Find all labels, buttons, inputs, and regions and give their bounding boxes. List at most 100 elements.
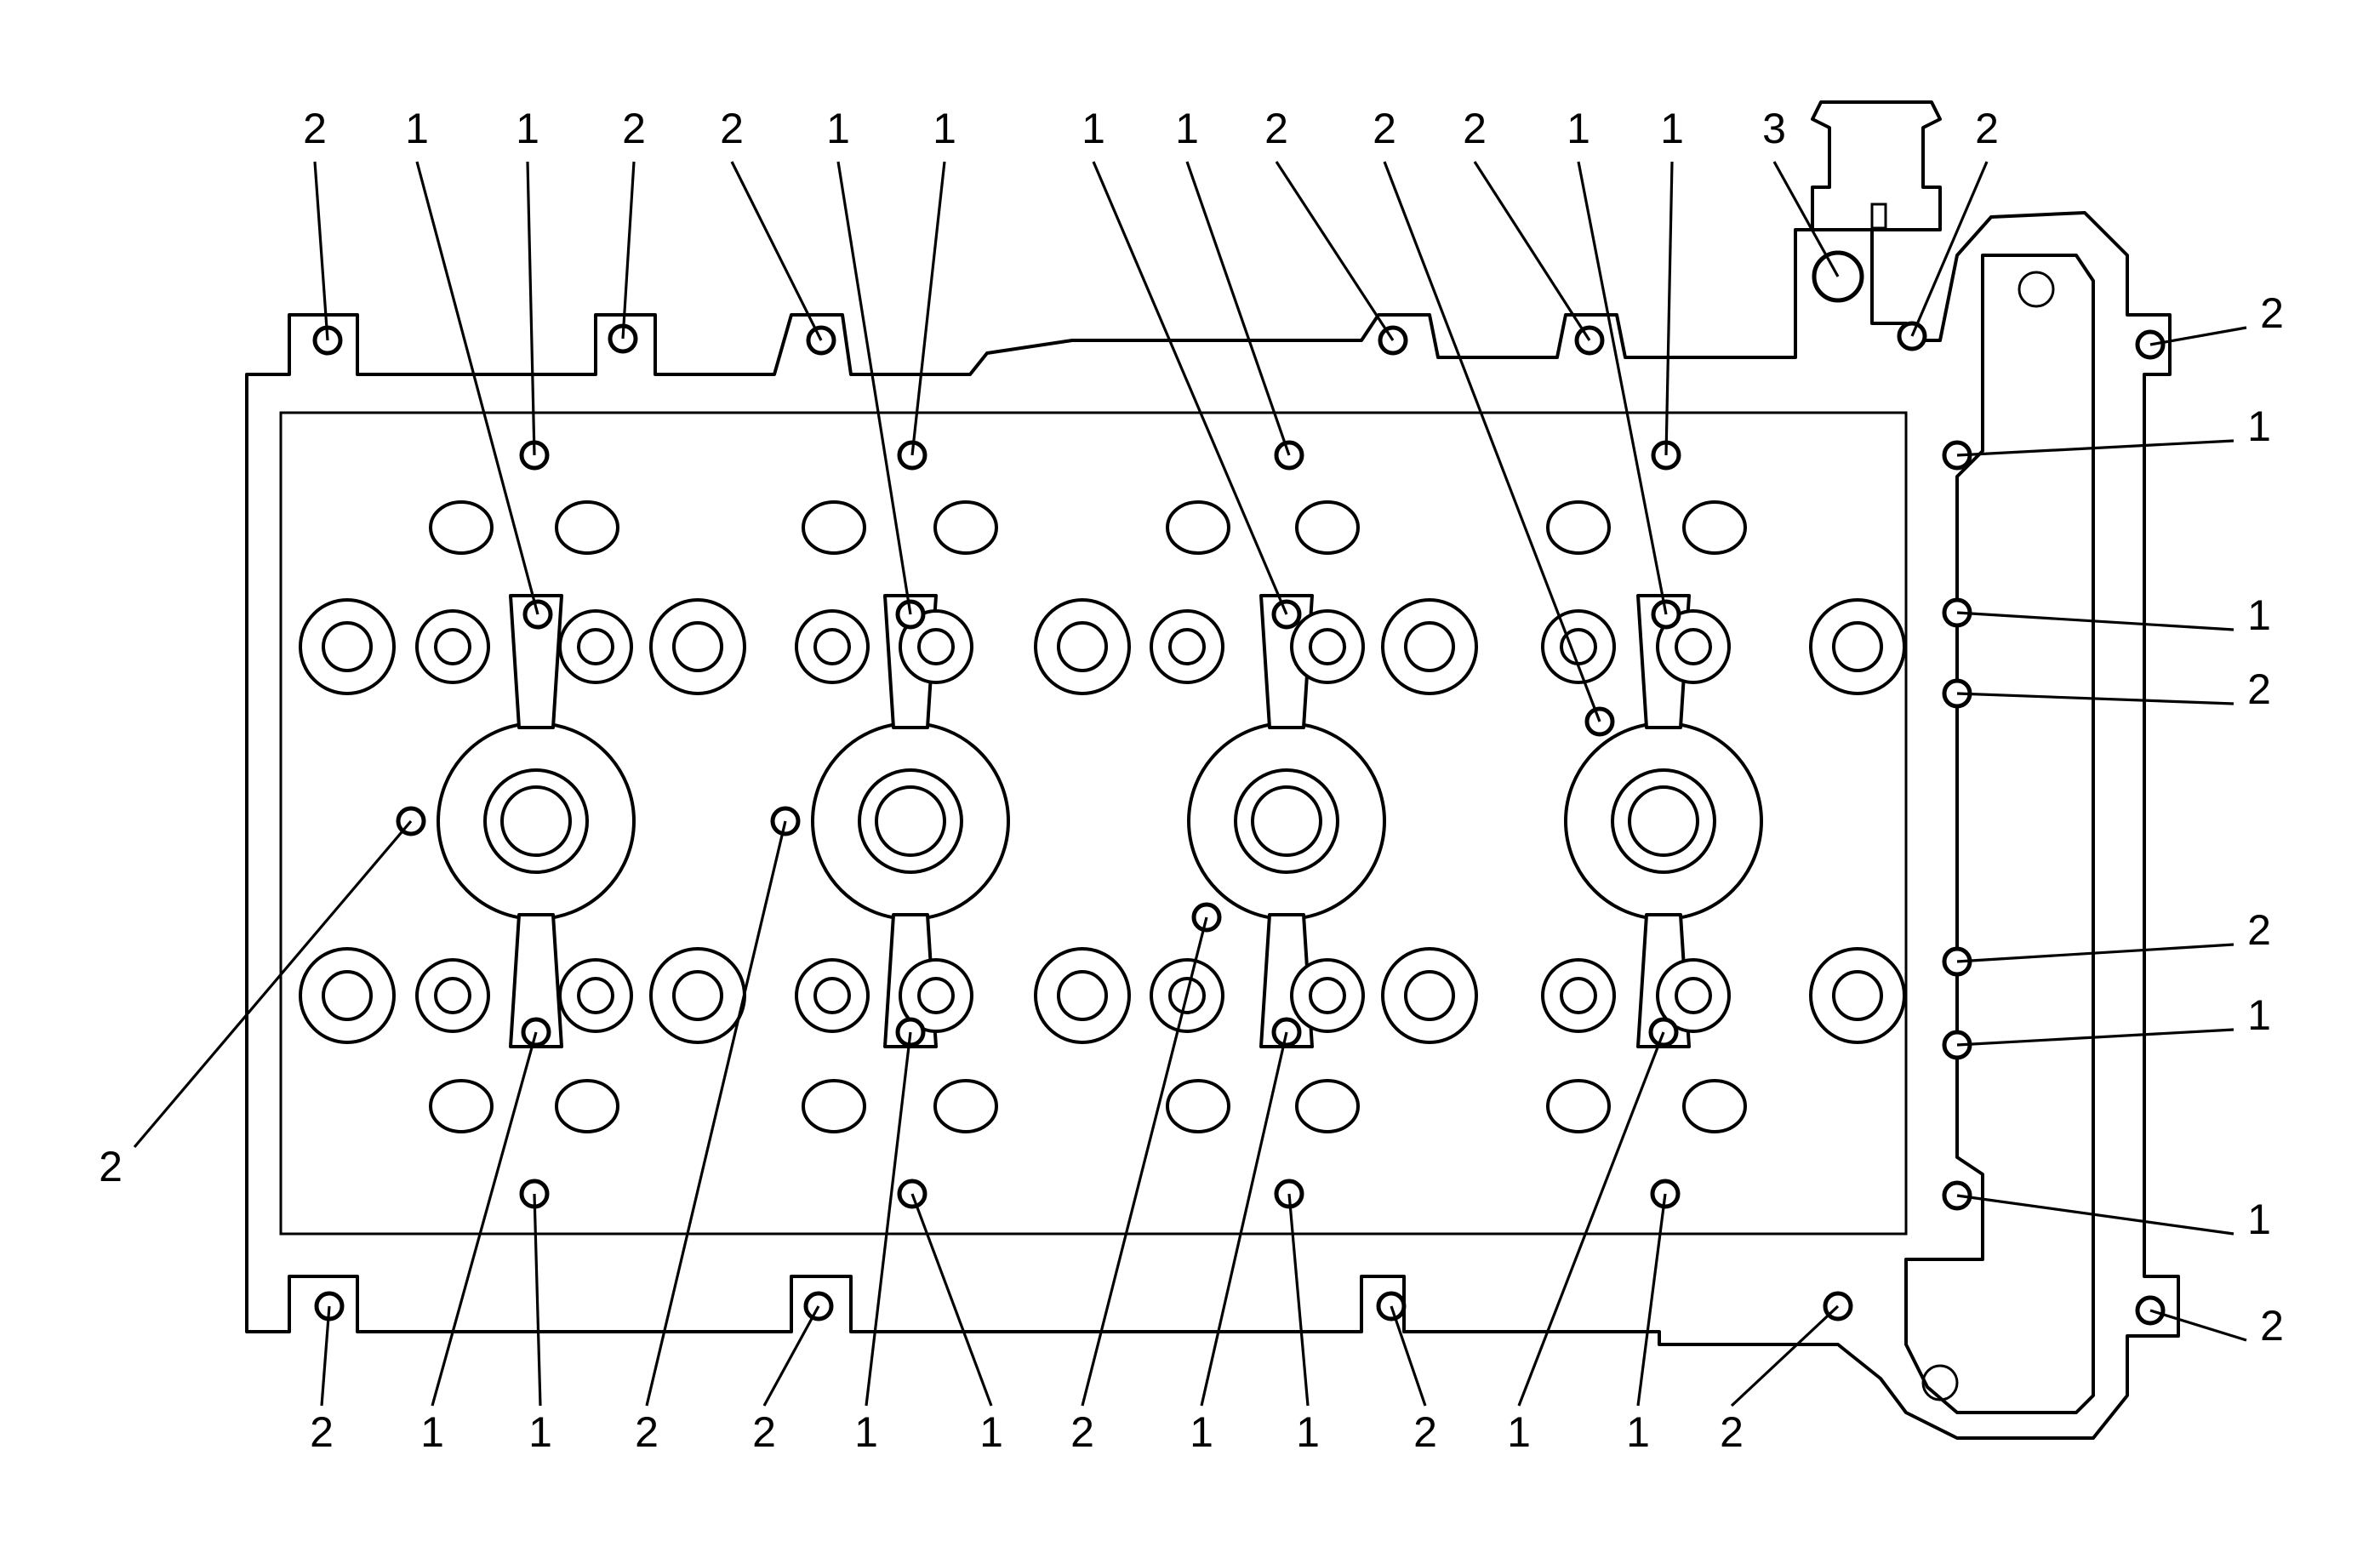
leader-line-14 xyxy=(1772,161,1840,277)
leader-line-33 xyxy=(1200,1031,1288,1407)
callout-label-6: 1 xyxy=(933,105,956,152)
valve-stem-1-0 xyxy=(322,970,373,1021)
port-1-0 xyxy=(429,1079,494,1133)
leader-line-32 xyxy=(1081,916,1208,1407)
spoke-upper-1 xyxy=(509,594,563,729)
valve-stem-1-3 xyxy=(672,970,723,1021)
leader-line-20 xyxy=(1956,943,2234,963)
leader-line-18 xyxy=(1956,611,2234,631)
valve-stem-0-9 xyxy=(1404,621,1455,672)
inner-rail xyxy=(279,411,1908,1236)
valve-stem-1-2 xyxy=(577,977,614,1014)
callout-label-22: 1 xyxy=(2247,1196,2271,1243)
leader-line-1 xyxy=(415,161,539,615)
callout-label-31: 1 xyxy=(979,1408,1003,1456)
valve-stem-1-1 xyxy=(434,977,471,1014)
leader-line-10 xyxy=(1383,161,1601,722)
leader-line-24 xyxy=(133,819,413,1149)
callout-label-19: 2 xyxy=(2247,665,2271,713)
leader-line-6 xyxy=(910,161,946,456)
port-0-3 xyxy=(933,500,998,555)
callout-label-3: 2 xyxy=(622,105,646,152)
callout-label-2: 1 xyxy=(516,105,539,152)
callout-label-12: 1 xyxy=(1567,105,1590,152)
callout-label-4: 2 xyxy=(720,105,744,152)
connector-slot xyxy=(1870,203,1887,230)
leader-line-26 xyxy=(431,1031,538,1407)
valve-stem-1-8 xyxy=(1309,977,1346,1014)
leader-line-28 xyxy=(645,820,787,1407)
callout-label-15: 2 xyxy=(1975,105,1999,152)
leader-line-5 xyxy=(836,161,912,615)
port-0-1 xyxy=(555,500,619,555)
leader-line-12 xyxy=(1577,161,1668,615)
leader-line-16 xyxy=(2149,326,2247,346)
callout-label-5: 1 xyxy=(826,105,850,152)
valve-stem-0-5 xyxy=(917,628,955,665)
leader-line-11 xyxy=(1473,161,1591,341)
leader-line-0 xyxy=(313,161,329,341)
callout-label-33: 1 xyxy=(1190,1408,1213,1456)
valve-stem-1-11 xyxy=(1675,977,1712,1014)
leader-line-23 xyxy=(2149,1309,2247,1342)
port-0-5 xyxy=(1295,500,1360,555)
valve-stem-0-1 xyxy=(434,628,471,665)
port-1-6 xyxy=(1546,1079,1611,1133)
valve-stem-0-3 xyxy=(672,621,723,672)
callout-label-29: 2 xyxy=(752,1408,776,1456)
leader-line-21 xyxy=(1956,1028,2234,1047)
leader-line-7 xyxy=(1092,161,1288,615)
valve-clusters xyxy=(299,500,1906,1133)
valve-stem-1-10 xyxy=(1560,977,1597,1014)
leader-line-31 xyxy=(910,1193,993,1407)
leader-line-30 xyxy=(865,1031,912,1407)
valve-stem-0-8 xyxy=(1309,628,1346,665)
leader-line-36 xyxy=(1517,1031,1665,1407)
leader-line-19 xyxy=(1956,692,2234,705)
callout-label-14: 3 xyxy=(1762,105,1786,152)
callout-label-11: 2 xyxy=(1463,105,1487,152)
sensor-connector xyxy=(1811,100,1942,231)
callout-label-21: 1 xyxy=(2247,991,2271,1039)
cam-bore-inner-2 xyxy=(875,785,946,857)
callout-label-0: 2 xyxy=(303,105,327,152)
leader-line-8 xyxy=(1185,161,1291,456)
callout-label-32: 2 xyxy=(1070,1408,1094,1456)
port-1-7 xyxy=(1682,1079,1747,1133)
cam-bore-inner-3 xyxy=(1251,785,1322,857)
callout-label-23: 2 xyxy=(2260,1302,2284,1350)
leader-line-29 xyxy=(762,1305,820,1407)
callout-label-36: 1 xyxy=(1507,1408,1531,1456)
leader-line-4 xyxy=(730,161,823,341)
callout-label-7: 1 xyxy=(1082,105,1105,152)
leader-line-35 xyxy=(1390,1305,1427,1407)
callout-label-1: 1 xyxy=(405,105,429,152)
callout-label-28: 2 xyxy=(635,1408,659,1456)
valve-stem-0-7 xyxy=(1168,628,1206,665)
port-0-7 xyxy=(1682,500,1747,555)
valve-stem-1-5 xyxy=(917,977,955,1014)
port-1-4 xyxy=(1166,1079,1230,1133)
leader-line-3 xyxy=(621,161,636,340)
callout-label-16: 2 xyxy=(2260,289,2284,337)
callout-label-38: 2 xyxy=(1720,1408,1744,1456)
cam-bore-inner-4 xyxy=(1628,785,1699,857)
leader-line-2 xyxy=(526,161,536,456)
callout-label-20: 2 xyxy=(2247,906,2271,954)
port-0-2 xyxy=(802,500,866,555)
callout-label-30: 1 xyxy=(854,1408,878,1456)
leader-line-15 xyxy=(1910,161,1989,337)
port-1-3 xyxy=(933,1079,998,1133)
valve-stem-0-2 xyxy=(577,628,614,665)
cover-hole-top xyxy=(2018,271,2055,308)
callout-label-18: 1 xyxy=(2247,591,2271,639)
port-1-5 xyxy=(1295,1079,1360,1133)
valve-stem-1-4 xyxy=(813,977,851,1014)
callout-label-17: 1 xyxy=(2247,402,2271,450)
leader-line-25 xyxy=(320,1305,331,1407)
callout-label-26: 1 xyxy=(420,1408,444,1456)
callout-label-25: 2 xyxy=(310,1408,334,1456)
callout-label-10: 2 xyxy=(1373,105,1396,152)
